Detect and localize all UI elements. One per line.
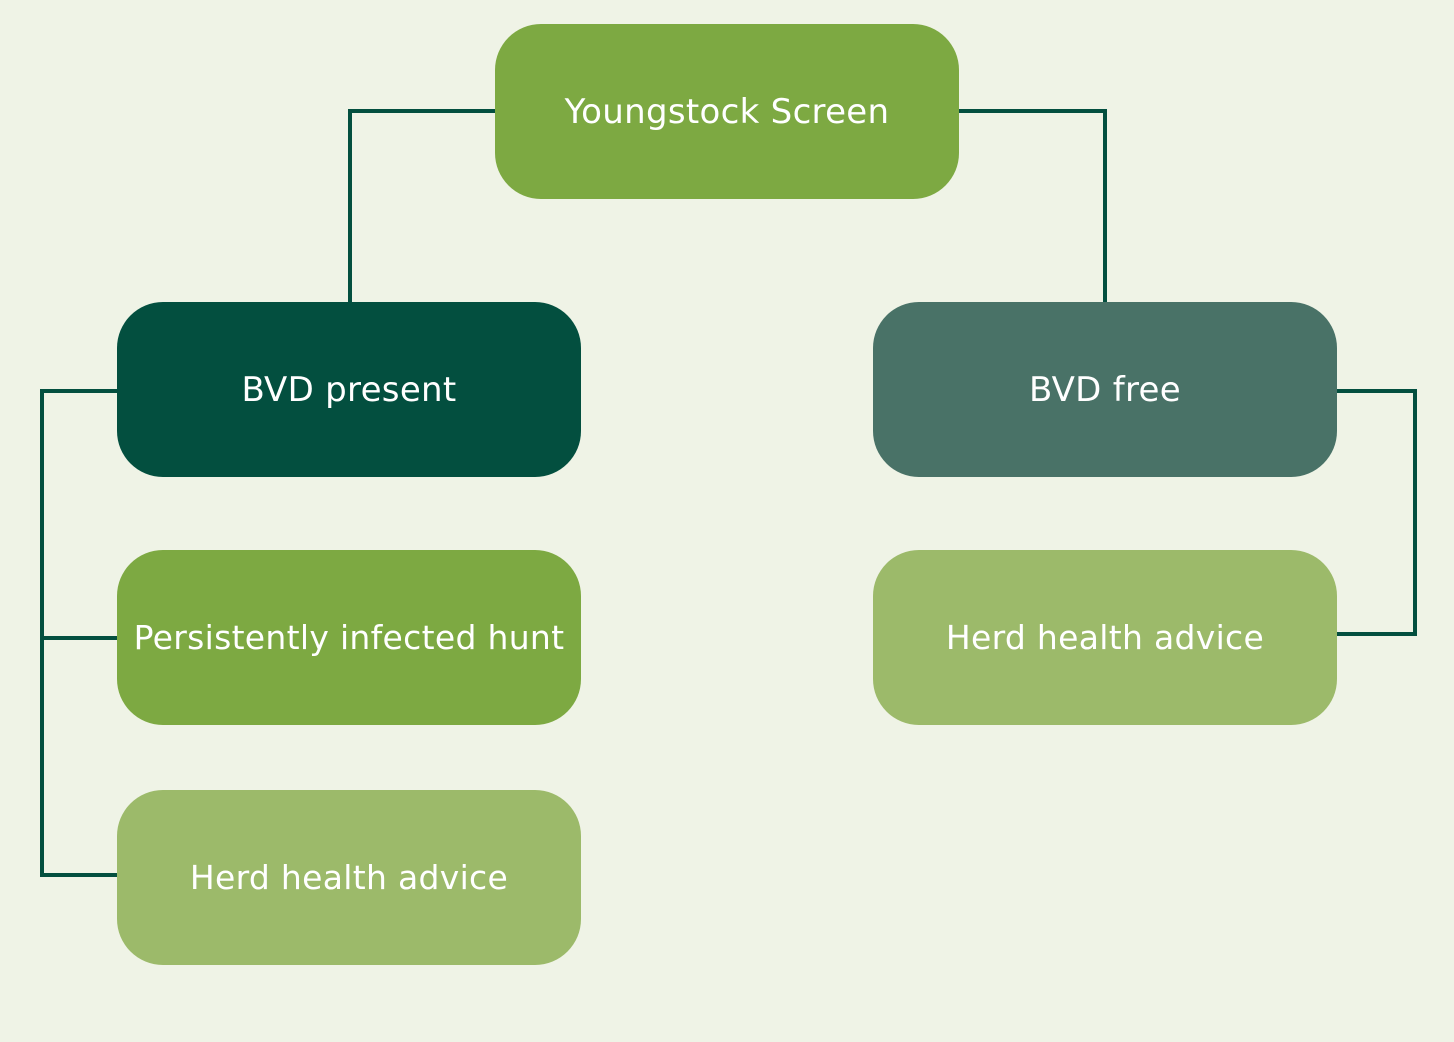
node-label: BVD present: [241, 369, 457, 410]
connector-root-to-bvd-free: [957, 109, 1107, 304]
node-label: BVD free: [1029, 369, 1181, 410]
node-bvd-present: BVD present: [117, 302, 581, 477]
node-label: Youngstock Screen: [564, 91, 890, 132]
connector-bvd-free-to-herd-advice: [1335, 389, 1417, 636]
node-herd-health-advice-left: Herd health advice: [117, 790, 581, 965]
node-label: Herd health advice: [945, 617, 1265, 657]
node-bvd-free: BVD free: [873, 302, 1337, 477]
node-persistently-infected-hunt: Persistently infected hunt: [117, 550, 581, 725]
node-label: Herd health advice: [189, 857, 509, 897]
connector-bvd-present-children: [40, 389, 119, 877]
connector-root-to-bvd-present: [348, 109, 497, 304]
node-herd-health-advice-right: Herd health advice: [873, 550, 1337, 725]
node-youngstock-screen: Youngstock Screen: [495, 24, 959, 199]
node-label: Persistently infected hunt: [133, 617, 565, 657]
